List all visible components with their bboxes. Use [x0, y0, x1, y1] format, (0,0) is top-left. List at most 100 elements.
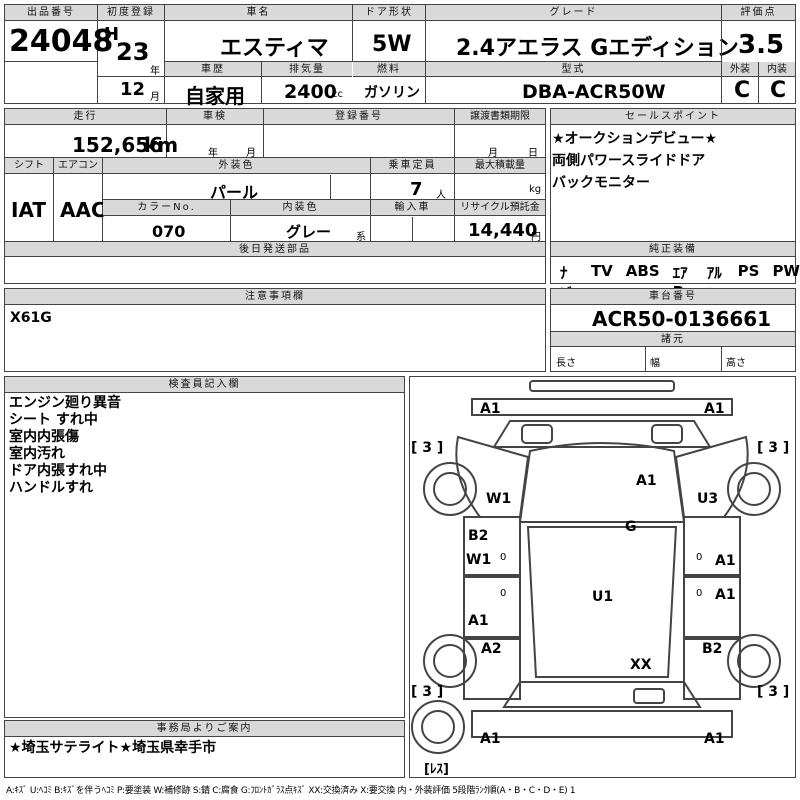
cc-unit: cc	[332, 89, 343, 100]
transfer-month-unit: 月	[488, 148, 498, 159]
inspector-note-4: 室内汚れ	[9, 446, 65, 462]
interior-score: C	[770, 78, 787, 103]
score-label: 評価点	[722, 5, 795, 21]
ac: AAC	[60, 198, 106, 222]
import-label: 輸入車	[371, 200, 454, 216]
displacement-label: 排気量	[262, 62, 352, 77]
office-text: ★埼玉サテライト★埼玉県幸手市	[9, 740, 217, 756]
first-reg-label: 初度登録	[98, 5, 164, 21]
chassis-label: 車台番号	[551, 289, 795, 305]
mark-hood-right: A1	[636, 473, 657, 489]
sales-point-2: 両側パワースライドドア	[552, 153, 706, 169]
mark-lf-door-w: W1	[466, 552, 492, 568]
door-label: ドア形状	[353, 5, 425, 21]
fuel: ガソリン	[364, 85, 420, 101]
mark-tire-rl: [ 3 ]	[411, 684, 444, 700]
recycle-fee: 14,440	[468, 220, 538, 241]
grade-label: グレード	[426, 5, 721, 21]
inspection-year-unit: 年	[208, 148, 218, 159]
mark-rf-door: A1	[715, 553, 736, 569]
chassis-number: ACR50-0136661	[592, 307, 772, 331]
mark-roof: U1	[592, 589, 614, 605]
equipment-ps: PS	[737, 262, 760, 280]
height-label: 高さ	[726, 358, 746, 369]
capacity-label: 乗車定員	[371, 158, 454, 174]
sales-point-1: ★オークションデビュー★	[552, 131, 718, 147]
mark-right-quarter: B2	[702, 641, 723, 657]
mark-rear-left: A1	[480, 731, 501, 747]
score: 3.5	[738, 30, 785, 60]
inspector-label: 検査員記入欄	[5, 377, 404, 393]
inspector-note-5: ドア内張すれ中	[9, 463, 107, 479]
inspection-label: 車検	[167, 109, 263, 125]
int-color-label: 内装色	[231, 200, 370, 216]
color-no-label: カラーNo.	[103, 200, 230, 216]
sales-point-3: バックモニター	[552, 175, 650, 191]
capacity-unit: 人	[436, 190, 446, 201]
mark-lr-door: A1	[468, 613, 489, 629]
legend: A:ｷｽﾞ U:ﾍｺﾐ B:ｷｽﾞを伴うﾍｺﾐ P:要塗装 W:補修跡 S:錆 …	[6, 786, 576, 796]
lot-number: 24048	[9, 24, 114, 59]
inspector-note-1: エンジン廻り異音	[9, 395, 121, 411]
displacement: 2400	[284, 81, 337, 103]
inspection-month-unit: 月	[246, 148, 256, 159]
era: H	[104, 24, 120, 45]
load-unit: kg	[529, 184, 542, 195]
color-no: 070	[152, 222, 186, 241]
reg-month: 12	[120, 79, 146, 100]
mark-rr-door-zero: 0	[696, 588, 703, 599]
mark-rear-right: A1	[704, 731, 725, 747]
grade: 2.4アエラス Gエディション	[456, 36, 739, 61]
inspector-note-3: 室内内張傷	[9, 429, 79, 445]
inspector-note-6: ハンドルすれ	[9, 480, 93, 496]
lot-no-label: 出品番号	[5, 5, 97, 21]
mileage-unit: km	[144, 133, 179, 157]
transfer-day-unit: 日	[528, 148, 538, 159]
mileage: 152,656	[72, 133, 164, 157]
mark-tire-rr: [ 3 ]	[757, 684, 790, 700]
door-type: 5W	[372, 32, 412, 57]
year-unit: 年	[150, 66, 160, 77]
equipment-pw: PW	[772, 262, 800, 280]
int-color-unit: 系	[356, 232, 366, 243]
mark-left-fender: W1	[486, 491, 512, 507]
mark-lf-door-b: B2	[468, 528, 489, 544]
model: DBA-ACR50W	[522, 81, 666, 103]
car-name: エスティマ	[220, 36, 329, 61]
exterior-label: 外装	[722, 62, 758, 77]
history-label: 車歴	[165, 62, 261, 77]
recycle-label: リサイクル預託金	[455, 200, 545, 216]
mark-right-fender: U3	[697, 491, 719, 507]
mark-front-right: A1	[704, 401, 725, 417]
mark-rf-door-zero: 0	[696, 552, 703, 563]
mark-rear-center: XX	[630, 657, 652, 673]
ac-label: エアコン	[54, 158, 102, 174]
sales-points-label: セールスポイント	[551, 109, 795, 125]
interior-label: 内装	[759, 62, 795, 77]
mark-spare: [ﾚｽ]	[424, 762, 449, 777]
mark-windshield: G	[625, 519, 637, 535]
reg-no-label: 登録番号	[264, 109, 454, 125]
load-label: 最大積載量	[455, 158, 545, 174]
fuel-label: 燃料	[353, 62, 425, 77]
mark-tire-fr: [ 3 ]	[757, 440, 790, 456]
reg-year: 23	[116, 38, 150, 66]
capacity: 7	[410, 179, 423, 200]
mark-lf-door-zero: 0	[500, 552, 507, 563]
car-history: 自家用	[185, 84, 245, 108]
interior-color: グレー	[286, 223, 332, 241]
mark-left-quarter: A2	[481, 641, 502, 657]
shift: IAT	[11, 198, 47, 222]
car-name-label: 車名	[165, 5, 352, 21]
mark-front-left: A1	[480, 401, 501, 417]
caution-label: 注意事項欄	[5, 289, 545, 305]
equipment-tv: TV	[590, 262, 613, 280]
equipment-abs: ABS	[625, 262, 660, 280]
spec-label: 諸元	[551, 332, 795, 347]
caution-text: X61G	[10, 310, 52, 326]
shift-label: シフト	[5, 158, 53, 174]
inspector-box	[4, 376, 405, 718]
model-label: 型式	[426, 62, 721, 77]
transfer-label: 譲渡書類期限	[455, 109, 545, 125]
recycle-unit: 円	[531, 232, 541, 243]
